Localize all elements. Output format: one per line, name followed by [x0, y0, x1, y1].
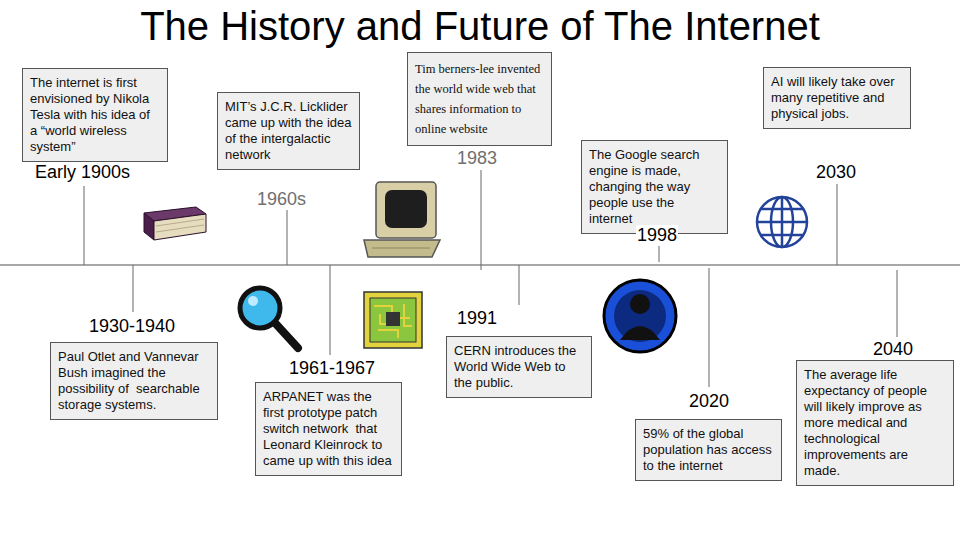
leader-line	[330, 265, 331, 355]
magnifier-icon	[240, 288, 298, 348]
user-icon	[604, 280, 676, 352]
leader-line	[519, 265, 520, 305]
leader-line	[133, 265, 134, 312]
leader-line	[897, 270, 898, 337]
event-box: CERN introduces the World Wide Web to th…	[446, 336, 592, 398]
event-text: AI will likely take over many repetitive…	[771, 74, 903, 122]
event-box: The internet is first envisioned by Niko…	[22, 68, 168, 162]
computer-icon	[364, 182, 440, 257]
leader-line	[481, 170, 482, 270]
event-box: ARPANET was the first prototype patch sw…	[255, 382, 402, 476]
event-text: Tim berners-lee invented the world wide …	[415, 59, 544, 139]
date-label: 1991	[456, 308, 498, 328]
date-label: 1998	[636, 225, 678, 245]
event-text: ARPANET was the first prototype patch sw…	[263, 389, 394, 469]
leader-line	[709, 268, 710, 387]
event-text: The internet is first envisioned by Niko…	[30, 75, 160, 155]
date-label: 2020	[688, 391, 730, 411]
event-text: Paul Otlet and Vannevar Bush imagined th…	[58, 349, 210, 413]
chip-icon	[364, 292, 422, 348]
date-label: 1930-1940	[88, 316, 176, 336]
leader-line	[84, 186, 85, 265]
book-icon	[144, 207, 206, 240]
leader-line	[659, 246, 660, 262]
event-box: Tim berners-lee invented the world wide …	[407, 52, 552, 146]
event-text: The average life expectancy of people wi…	[804, 367, 946, 479]
event-box: Paul Otlet and Vannevar Bush imagined th…	[50, 342, 218, 420]
date-label: 1960s	[256, 189, 307, 209]
date-label: 2040	[872, 339, 914, 359]
globe-icon	[757, 197, 807, 247]
date-label: Early 1900s	[34, 162, 131, 182]
date-label: 1983	[456, 148, 498, 168]
page-title: The History and Future of The Internet	[0, 2, 960, 50]
date-label: 1961-1967	[288, 358, 376, 378]
leader-line	[837, 184, 838, 265]
leader-line	[287, 210, 288, 265]
event-text: MIT’s J.C.R. Licklider came up with the …	[225, 99, 352, 163]
event-text: The Google search engine is made, changi…	[589, 147, 720, 227]
event-box: 59% of the global population has access …	[635, 419, 782, 481]
event-text: 59% of the global population has access …	[643, 426, 774, 474]
event-box: The Google search engine is made, changi…	[581, 140, 728, 234]
date-label: 2030	[815, 162, 857, 182]
event-box: AI will likely take over many repetitive…	[763, 67, 911, 129]
event-box: MIT’s J.C.R. Licklider came up with the …	[217, 92, 360, 170]
event-text: CERN introduces the World Wide Web to th…	[454, 343, 584, 391]
timeline-axis	[0, 264, 960, 266]
event-box: The average life expectancy of people wi…	[796, 360, 954, 486]
